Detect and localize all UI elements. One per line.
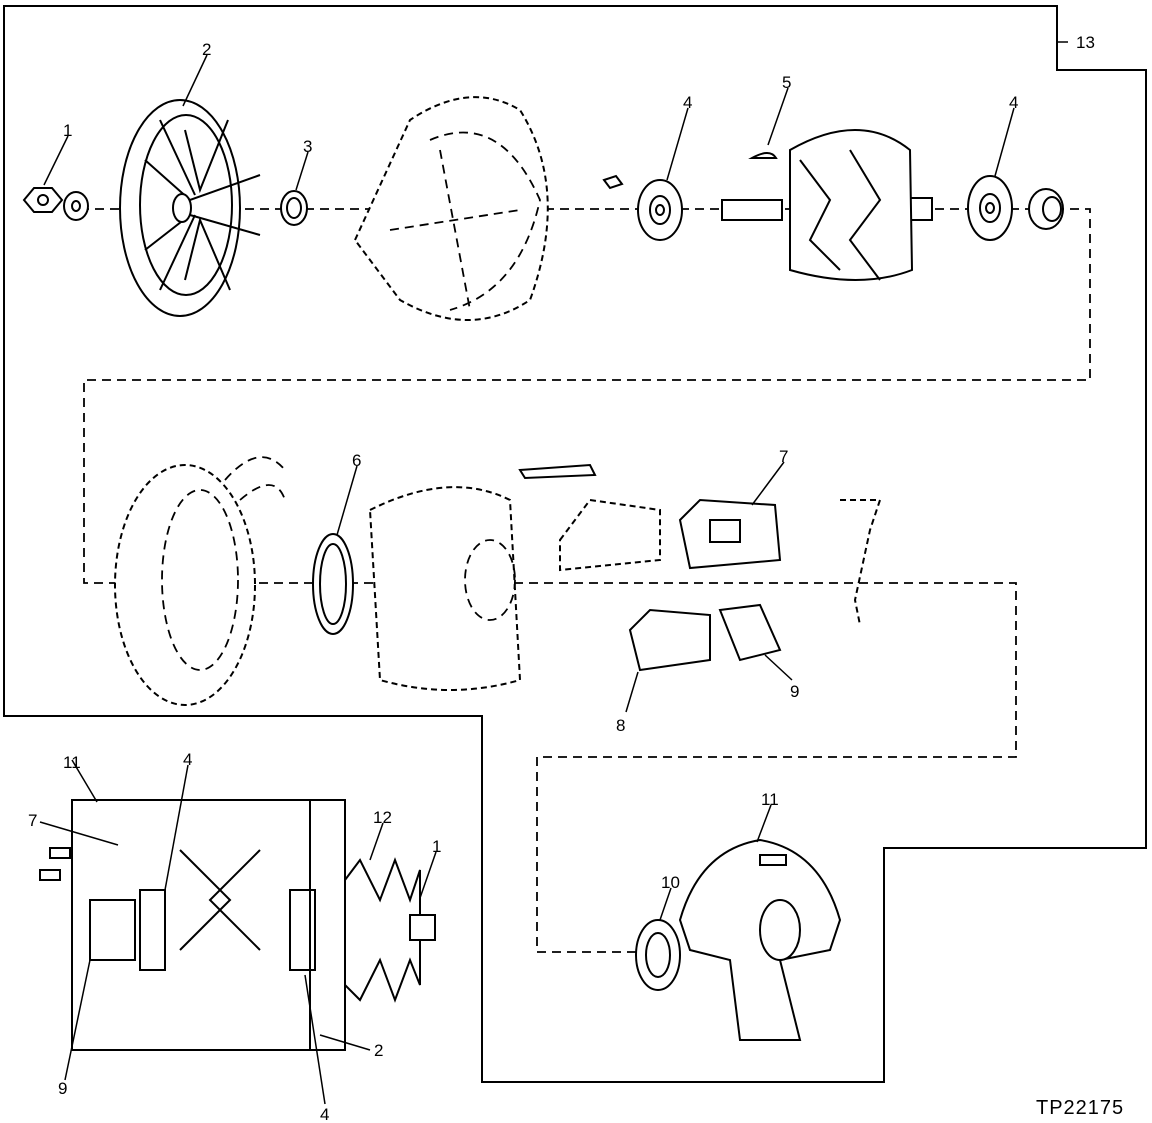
callout-7: 7	[28, 811, 37, 830]
callout-4: 4	[683, 93, 692, 112]
leader-lines	[39, 41, 1068, 1105]
outer-boundary	[3, 5, 1147, 1083]
fan	[119, 99, 261, 317]
collar	[1028, 188, 1064, 230]
callout-1: 1	[432, 837, 441, 856]
rotor	[721, 129, 933, 281]
callout-5: 5	[782, 73, 791, 92]
callout-8: 8	[616, 716, 625, 735]
callout-11: 11	[761, 790, 779, 809]
key	[748, 152, 778, 159]
lock-washer	[63, 191, 89, 221]
assembled-alternator	[39, 799, 436, 1051]
callout-12: 12	[373, 808, 392, 827]
callout-6: 6	[352, 451, 361, 470]
nut	[22, 187, 64, 213]
callout-11: 11	[63, 753, 81, 772]
callout-labels: 1 2 3 4 4 5 6 7 8 9 10 11 12 13 1 2 4 4 …	[28, 33, 1095, 1123]
terminal-bracket	[840, 499, 882, 626]
gasket	[635, 919, 681, 991]
regulator	[678, 498, 782, 570]
assembly-path-top	[80, 208, 1091, 953]
callout-9: 9	[790, 682, 799, 701]
callout-9: 9	[58, 1079, 67, 1098]
callout-4: 4	[1009, 93, 1018, 112]
callout-7: 7	[779, 447, 788, 466]
callout-2: 2	[374, 1041, 383, 1060]
callout-2: 2	[202, 40, 211, 59]
callout-3: 3	[303, 137, 312, 156]
screw-mid	[518, 463, 597, 480]
rectifier-bridge	[559, 498, 661, 572]
brush-holder	[628, 603, 782, 672]
callout-4: 4	[320, 1105, 329, 1123]
screw-top	[602, 174, 624, 190]
drive-end-frame	[353, 96, 549, 321]
callout-4: 4	[183, 750, 192, 769]
spacer	[280, 190, 308, 226]
stator	[114, 456, 286, 706]
bearing-rear	[967, 175, 1013, 241]
figure-reference: TP22175	[1036, 1097, 1124, 1119]
callout-1: 1	[63, 121, 72, 140]
drive-housing	[678, 838, 842, 1041]
slip-ring-end-frame	[368, 486, 522, 691]
callout-10: 10	[661, 873, 680, 892]
bearing-front	[637, 179, 683, 241]
o-ring	[312, 533, 354, 635]
callout-13: 13	[1076, 33, 1095, 52]
